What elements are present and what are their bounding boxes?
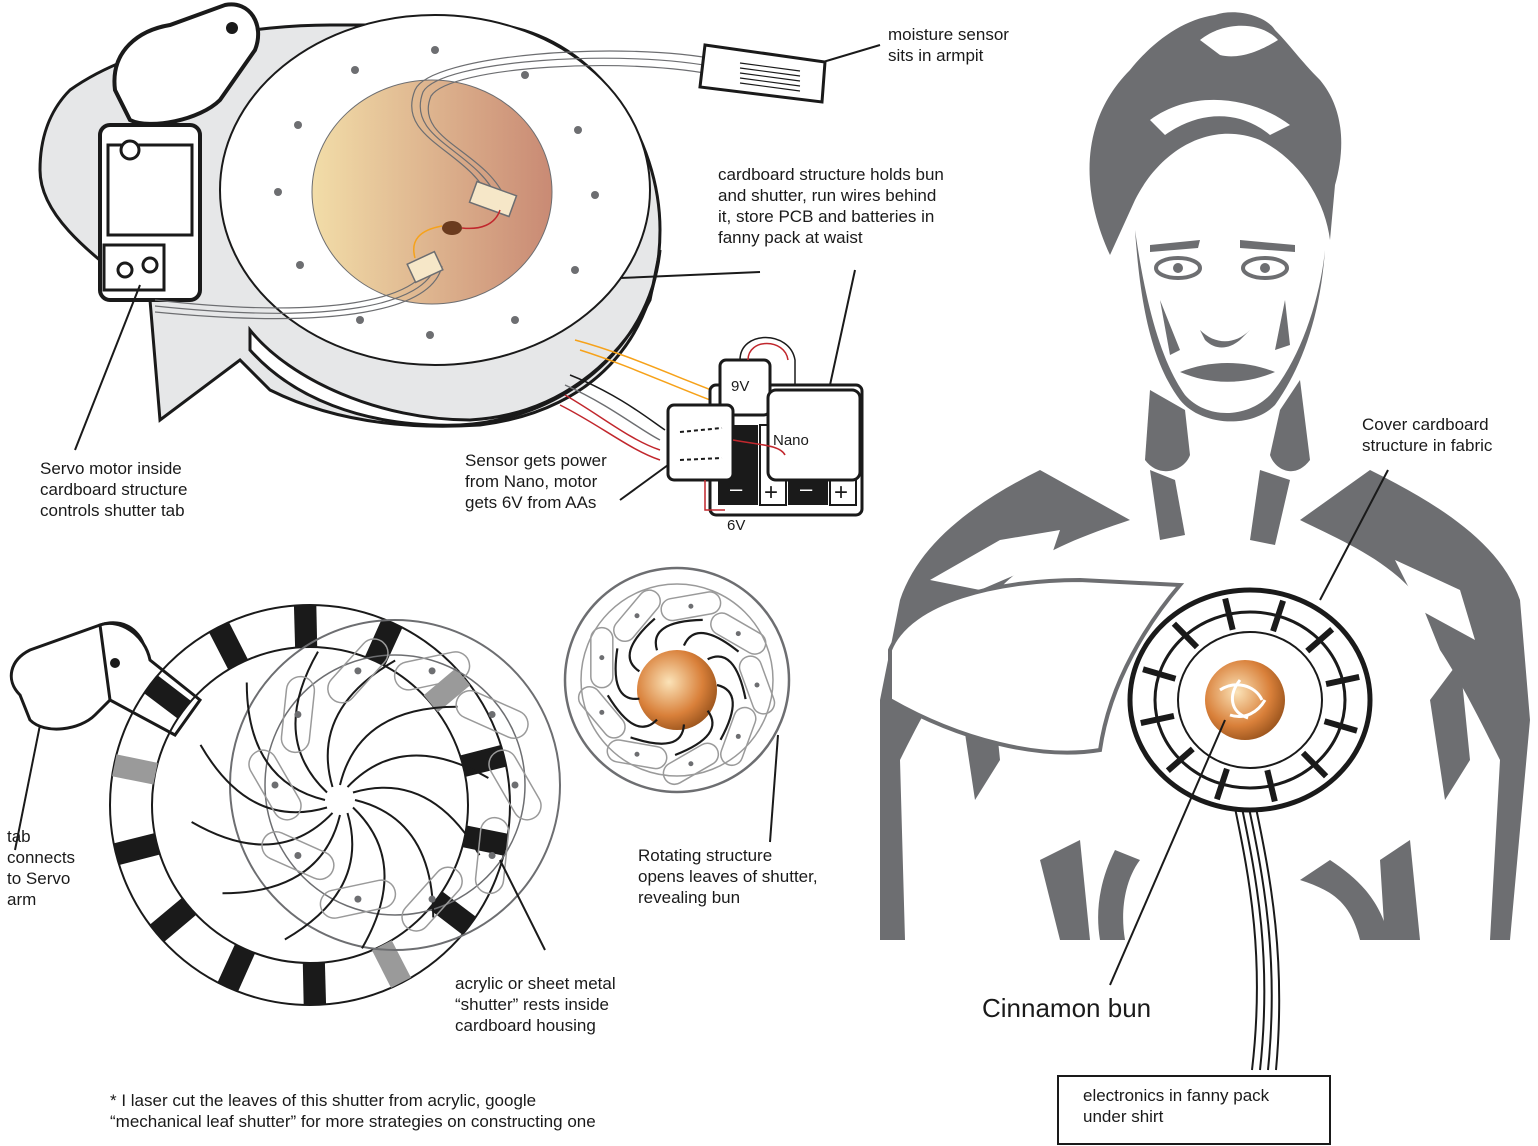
rotating-pin — [599, 710, 604, 715]
rotating-leader — [770, 735, 778, 842]
shutter-spoke — [460, 745, 506, 777]
cardboard-to-nano-leader — [830, 270, 855, 385]
servo-leader — [75, 285, 140, 450]
servo-motor-label: Servo motor inside cardboard structure c… — [40, 458, 187, 521]
label-plus-2: + — [834, 479, 848, 506]
footnote: * I laser cut the leaves of this shutter… — [110, 1090, 596, 1132]
rotating-structure-label: Rotating structure opens leaves of shutt… — [638, 845, 818, 908]
rotating-pin — [688, 604, 693, 609]
label-6v: 6V — [727, 517, 745, 534]
moisture-sensor-label: moisture sensor sits in armpit — [888, 24, 1009, 66]
cinnamon-bun-label: Cinnamon bun — [982, 993, 1151, 1023]
shutter-material-leader — [500, 860, 545, 950]
shutter-spoke — [303, 962, 326, 1005]
shutter-leaf — [353, 808, 385, 949]
rotor-pin — [489, 711, 496, 718]
rotating-pin — [736, 734, 741, 739]
rotor-pin — [294, 852, 301, 859]
shutter-spoke — [218, 944, 256, 992]
rotor-pin — [294, 711, 301, 718]
rotor-pin — [429, 896, 436, 903]
rotor-pin — [512, 782, 519, 789]
shutter-leaf — [192, 813, 333, 845]
label-9v: 9V — [731, 378, 749, 395]
sensor-power-leader — [620, 465, 668, 500]
shutter-rotor-ring — [230, 620, 560, 950]
rotor-pin — [354, 896, 361, 903]
rotating-pin — [736, 631, 741, 636]
rotating-pin — [635, 752, 640, 757]
servo-tab — [11, 623, 200, 735]
cardboard-structure-label: cardboard structure holds bun and shutte… — [718, 164, 944, 248]
moisture-sensor — [700, 45, 825, 102]
electronics-fanny-label: electronics in fanny pack under shirt — [1057, 1075, 1331, 1145]
shutter-leaf — [340, 707, 457, 785]
rotor-pin — [429, 667, 436, 674]
rotating-pin — [755, 683, 760, 688]
moisture-sensor-leader — [823, 45, 880, 62]
shutter-material-label: acrylic or sheet metal “shutter” rests i… — [455, 973, 616, 1036]
shutter-spoke — [150, 898, 197, 942]
rotating-pin — [599, 655, 604, 660]
shutter-spoke — [112, 754, 158, 784]
person-figure — [880, 12, 1530, 1070]
label-minus-1: – — [730, 476, 743, 501]
rotating-pin — [688, 761, 693, 766]
label-nano: Nano — [773, 432, 809, 449]
chest-wires — [1235, 808, 1279, 1070]
rotor-pin — [354, 667, 361, 674]
rotating-pin — [635, 613, 640, 618]
tab-connects-label: tab connects to Servo arm — [7, 826, 75, 910]
shutter-leaf — [223, 815, 340, 893]
shutter-inner-ring — [152, 647, 468, 963]
sensor-board — [668, 405, 733, 480]
shutter-assembly — [11, 605, 560, 1005]
rotating-structure — [565, 568, 789, 842]
rotor-pin — [489, 852, 496, 859]
chest-bun — [1205, 660, 1285, 740]
chest-housing — [1130, 590, 1370, 810]
label-plus-1: + — [764, 479, 778, 506]
cover-fabric-label: Cover cardboard structure in fabric — [1362, 414, 1492, 456]
label-minus-2: – — [800, 476, 813, 501]
servo-motor — [100, 125, 200, 300]
sensor-power-label: Sensor gets power from Nano, motor gets … — [465, 450, 607, 513]
rotor-pin — [272, 782, 279, 789]
shutter-spoke — [114, 833, 160, 865]
